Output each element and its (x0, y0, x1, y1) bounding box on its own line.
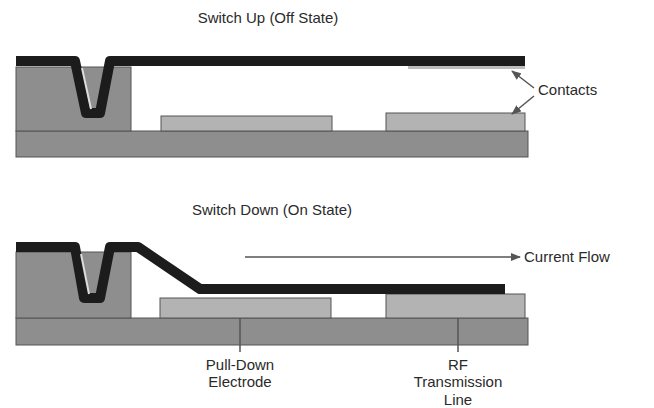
beam-highlight (81, 254, 89, 294)
leader-line (512, 71, 534, 88)
part-label: Contacts (538, 81, 597, 98)
part-label: Pull-Down Electrode (195, 356, 285, 391)
leader-line (239, 318, 241, 352)
state-heading: Switch Down (On State) (192, 201, 352, 218)
switch-beam (16, 247, 505, 298)
beam-contact (408, 66, 525, 69)
leader-line (457, 318, 459, 352)
pull-down-electrode (161, 116, 332, 131)
current-arrow (245, 256, 520, 258)
switch-beam (16, 61, 525, 113)
substrate (16, 131, 528, 157)
rf-transmission-line (386, 113, 525, 131)
rf-transmission-line (386, 294, 525, 318)
state-heading: Switch Up (Off State) (198, 9, 339, 26)
part-label: RF Transmission Line (408, 356, 508, 408)
pull-down-electrode (160, 298, 331, 318)
substrate (16, 318, 528, 345)
leader-line (512, 96, 534, 114)
flow-label: Current Flow (524, 248, 610, 265)
beam-highlight (82, 68, 91, 109)
